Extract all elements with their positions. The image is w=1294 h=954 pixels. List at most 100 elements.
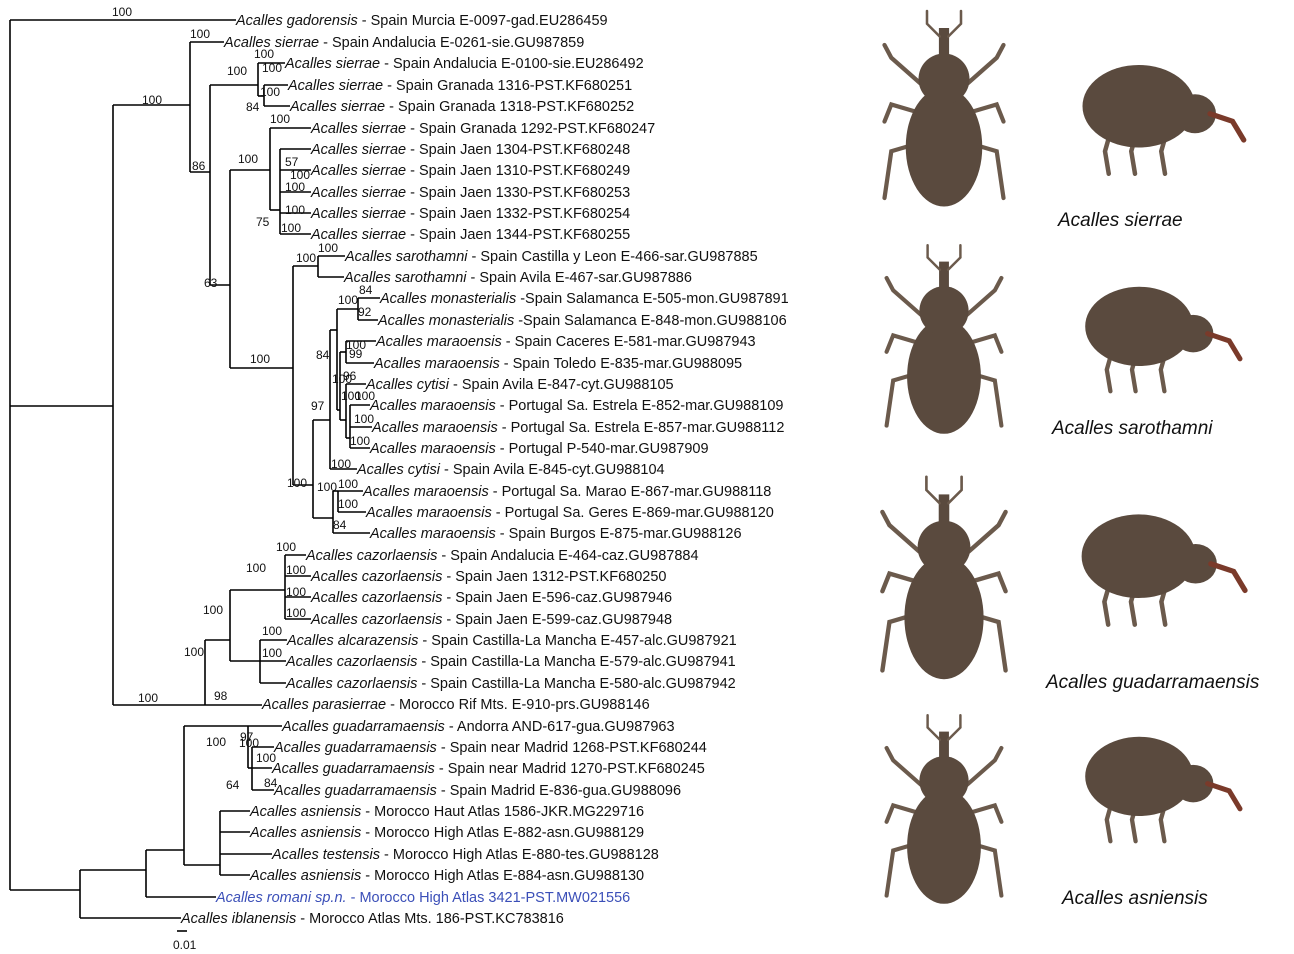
taxon-label: Acalles cazorlaensis - Spain Jaen E-596-… [310,590,672,606]
taxon-species: Acalles sierrae [289,99,385,115]
taxon-info: - Portugal Sa. Estrela E-857-mar.GU98811… [498,420,785,436]
beetle-photo-guadarramaensis-lateral [1082,514,1245,624]
taxon-info: - Spain Jaen 1312-PST.KF680250 [442,569,666,585]
taxon-info: - Portugal Sa. Geres E-869-mar.GU988120 [492,505,774,521]
support-value: 100 [262,646,282,660]
taxon-species: Acalles guadarramaensis [271,761,435,777]
taxon-info: - Morocco High Atlas 3421-PST.MW021556 [347,890,631,906]
taxon-info: - Spain Andalucia E-0100-sie.EU286492 [380,56,644,72]
photo-caption-asniensis: Acalles asniensis [1061,888,1208,909]
taxon-species: Acalles sierrae [223,35,319,51]
taxon-label: Acalles maraoensis - Portugal Sa. Geres … [365,505,774,521]
taxon-info: - Spain Murcia E-0097-gad.EU286459 [358,13,608,29]
taxon-info: - Morocco Atlas Mts. 186-PST.KC783816 [296,911,564,927]
support-value: 100 [260,85,280,99]
support-value: 100 [262,624,282,638]
taxon-species: Acalles maraoensis [365,505,492,521]
taxon-label: Acalles maraoensis - Portugal P-540-mar.… [369,441,709,457]
support-value: 100 [332,372,352,386]
taxon-label: Acalles sarothamni - Spain Castilla y Le… [344,249,758,265]
taxon-label: Acalles cytisi - Spain Avila E-845-cyt.G… [356,462,665,478]
taxon-species: Acalles cazorlaensis [305,548,437,564]
taxon-label: Acalles sierrae - Spain Jaen 1330-PST.KF… [310,185,630,201]
support-value: 64 [226,778,240,792]
taxon-label: Acalles sierrae - Spain Granada 1318-PST… [289,99,634,115]
support-value: 100 [338,293,358,307]
taxon-info: - Spain Avila E-847-cyt.GU988105 [449,377,674,393]
taxon-info: - Spain Burgos E-875-mar.GU988126 [496,526,742,542]
taxon-info: - Spain Toledo E-835-mar.GU988095 [500,356,742,372]
taxon-species: Acalles maraoensis [369,526,496,542]
taxon-info: - Andorra AND-617-gua.GU987963 [445,719,675,735]
support-value: 97 [240,730,254,744]
taxon-species: Acalles sarothamni [344,249,468,265]
support-value: 100 [250,352,270,366]
support-value: 86 [192,159,206,173]
taxon-info: - Spain Jaen 1344-PST.KF680255 [406,227,630,243]
taxon-species: Acalles guadarramaensis [281,719,445,735]
taxon-info: - Spain Granada 1316-PST.KF680251 [383,78,632,94]
taxon-label: Acalles maraoensis - Portugal Sa. Estrel… [371,420,784,436]
support-value: 100 [281,221,301,235]
taxon-label: Acalles maraoensis - Spain Toledo E-835-… [373,356,742,372]
taxon-label: Acalles sierrae - Spain Granada 1316-PST… [287,78,632,94]
taxon-label: Acalles cazorlaensis - Spain Castilla-La… [285,654,736,670]
taxon-species: Acalles sierrae [310,227,406,243]
support-value: 63 [204,276,218,290]
taxon-info: - Spain Castilla-La Mancha E-580-alc.GU9… [417,676,735,692]
taxon-label: Acalles sierrae - Spain Jaen 1332-PST.KF… [310,206,630,222]
taxon-label: Acalles maraoensis - Portugal Sa. Marao … [362,484,771,500]
support-value: 100 [270,112,290,126]
taxon-species: Acalles asniensis [249,804,361,820]
taxon-label: Acalles guadarramaensis - Spain near Mad… [273,740,707,756]
beetle-photo-sarothamni-dorsal [887,245,1002,434]
taxon-label: Acalles parasierrae - Morocco Rif Mts. E… [261,697,650,713]
beetle-photo-sierrae-lateral [1083,65,1244,174]
taxon-info: -Spain Salamanca E-505-mon.GU987891 [516,291,788,307]
taxon-label: Acalles asniensis - Morocco High Atlas E… [249,825,644,841]
specimen-photos [882,11,1245,904]
taxon-info: - Spain Castilla-La Mancha E-579-alc.GU9… [417,654,735,670]
taxon-label: Acalles alcarazensis - Spain Castilla-La… [286,633,737,649]
taxon-species: Acalles sierrae [310,185,406,201]
taxon-species: Acalles cazorlaensis [285,676,417,692]
support-value: 100 [238,152,258,166]
support-value: 100 [318,241,338,255]
taxon-species: Acalles sierrae [310,121,406,137]
taxon-info: - Portugal P-540-mar.GU987909 [496,441,709,457]
taxon-species: Acalles cazorlaensis [310,590,442,606]
taxon-info: - Spain Jaen 1304-PST.KF680248 [406,142,630,158]
support-value: 100 [350,434,370,448]
taxon-info: - Spain Granada 1292-PST.KF680247 [406,121,655,137]
taxon-species: Acalles maraoensis [375,334,502,350]
taxon-info: - Morocco High Atlas E-880-tes.GU988128 [380,847,659,863]
taxon-info: - Spain Andalucia E-0261-sie.GU987859 [319,35,584,51]
taxon-info: - Spain Castilla-La Mancha E-457-alc.GU9… [418,633,736,649]
taxon-species: Acalles guadarramaensis [273,783,437,799]
taxon-info: - Spain Caceres E-581-mar.GU987943 [502,334,756,350]
taxon-info: - Morocco High Atlas E-884-asn.GU988130 [361,868,644,884]
support-value: 100 [338,477,358,491]
taxon-species: Acalles maraoensis [362,484,489,500]
taxon-species: Acalles maraoensis [369,398,496,414]
taxon-species: Acalles romani sp.n. [215,890,347,906]
support-value: 100 [331,457,351,471]
taxon-species: Acalles monasterialis [377,313,514,329]
taxon-species: Acalles sarothamni [343,270,467,286]
taxon-label: Acalles sierrae - Spain Jaen 1344-PST.KF… [310,227,630,243]
taxon-label: Acalles romani sp.n. - Morocco High Atla… [215,890,630,906]
taxon-label: Acalles maraoensis - Portugal Sa. Estrel… [369,398,783,414]
taxon-species: Acalles sierrae [287,78,383,94]
scale-bar: 0.01 [173,931,197,952]
support-value: 100 [338,497,358,511]
taxon-info: - Spain Jaen 1332-PST.KF680254 [406,206,630,222]
support-value: 100 [203,603,223,617]
taxon-species: Acalles asniensis [249,868,361,884]
support-value: 75 [256,215,270,229]
support-value: 100 [296,251,316,265]
support-value: 84 [316,348,330,362]
taxon-species: Acalles monasterialis [379,291,516,307]
taxon-species: Acalles maraoensis [371,420,498,436]
photo-caption-guadarramaensis: Acalles guadarramaensis [1045,672,1260,693]
taxon-label: Acalles maraoensis - Spain Caceres E-581… [375,334,756,350]
